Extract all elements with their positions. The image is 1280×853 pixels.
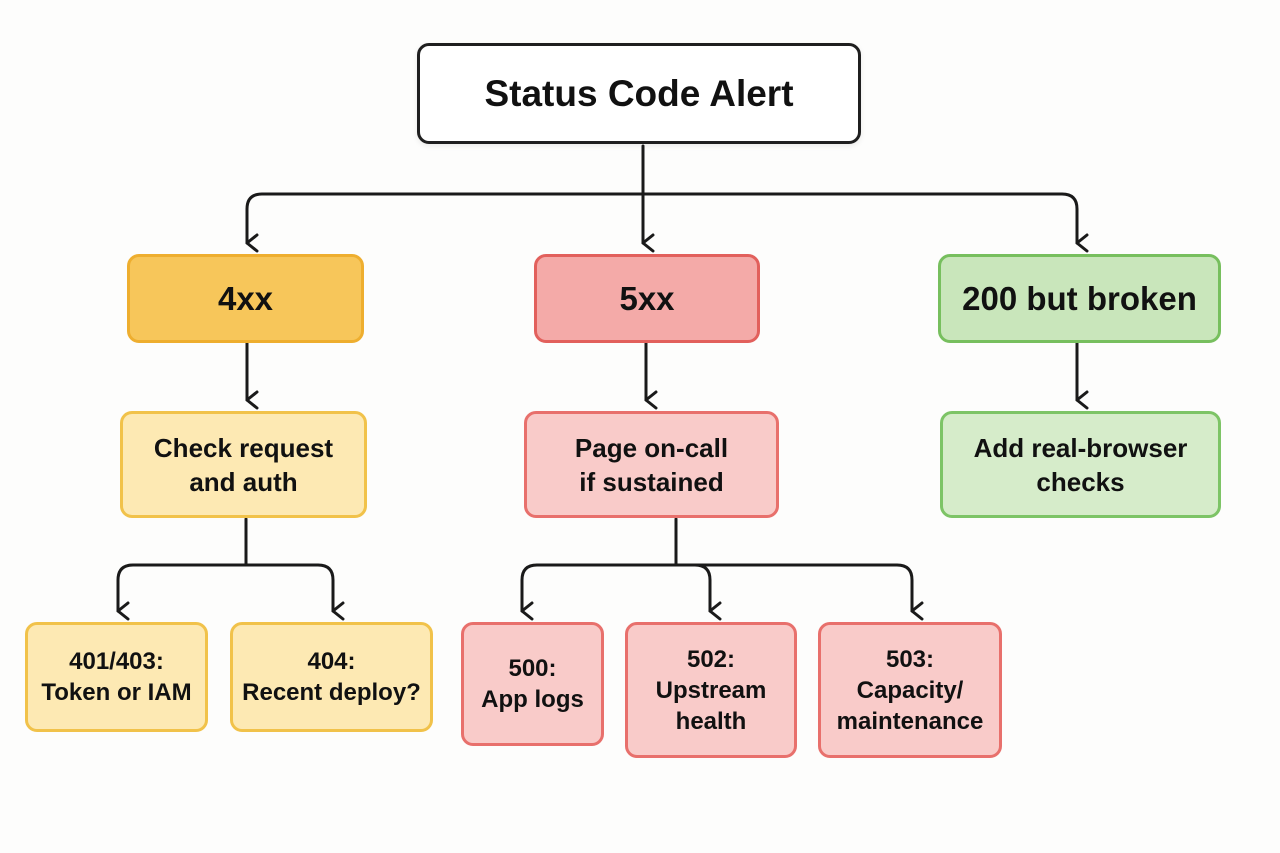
leaf-401-403-line-1: 401/403: bbox=[69, 648, 164, 675]
leaf-502-line-1: 502: bbox=[686, 645, 736, 673]
leaf-401-403: 401/403: Token or IAM bbox=[25, 622, 208, 732]
category-4xx: 4xx bbox=[127, 254, 364, 343]
leaf-500: 500: App logs bbox=[461, 622, 604, 746]
action-200-line-1: Add real-browser bbox=[973, 432, 1188, 463]
connector-4xx-404 bbox=[244, 563, 345, 621]
category-5xx-label: 5xx bbox=[619, 279, 675, 317]
action-4xx-line-1: Check request bbox=[153, 432, 334, 463]
leaf-500-line-2: App logs bbox=[481, 686, 584, 713]
leaf-401-403-line-2: Token or IAM bbox=[41, 679, 192, 706]
action-200-line-2: checks bbox=[1036, 466, 1125, 497]
leaf-503-line-2: Capacity/ bbox=[856, 676, 964, 704]
leaf-503-line-3: maintenance bbox=[836, 707, 984, 735]
root-label: Status Code Alert bbox=[484, 72, 794, 114]
category-4xx-label: 4xx bbox=[217, 279, 274, 317]
leaf-502: 502: Upstream health bbox=[625, 622, 797, 758]
leaf-503: 503: Capacity/ maintenance bbox=[818, 622, 1002, 758]
leaf-404-line-2: Recent deploy? bbox=[242, 679, 421, 706]
leaf-500-line-1: 500: bbox=[508, 655, 557, 682]
action-5xx: Page on-call if sustained bbox=[524, 411, 779, 518]
action-4xx: Check request and auth bbox=[120, 411, 367, 518]
connector-root-right bbox=[641, 192, 1089, 253]
connector-5xx-502 bbox=[674, 563, 722, 621]
action-4xx-line-2: and auth bbox=[189, 466, 298, 497]
category-200-broken: 200 but broken bbox=[938, 254, 1221, 343]
action-200-broken: Add real-browser checks bbox=[940, 411, 1221, 518]
connector-root-left bbox=[245, 192, 645, 253]
category-5xx: 5xx bbox=[534, 254, 760, 343]
connector-4xx-401 bbox=[116, 563, 248, 621]
leaf-404: 404: Recent deploy? bbox=[230, 622, 433, 732]
root-node: Status Code Alert bbox=[417, 43, 861, 144]
action-5xx-line-2: if sustained bbox=[579, 466, 724, 497]
category-200-broken-label: 200 but broken bbox=[962, 279, 1197, 317]
leaf-502-line-3: health bbox=[675, 707, 747, 735]
connector-5xx-503 bbox=[674, 563, 924, 621]
leaf-503-line-1: 503: bbox=[885, 645, 935, 673]
leaf-404-line-1: 404: bbox=[307, 648, 356, 675]
connector-5xx-500 bbox=[520, 563, 678, 621]
leaf-502-line-2: Upstream bbox=[655, 676, 767, 704]
action-5xx-line-1: Page on-call bbox=[574, 432, 729, 463]
